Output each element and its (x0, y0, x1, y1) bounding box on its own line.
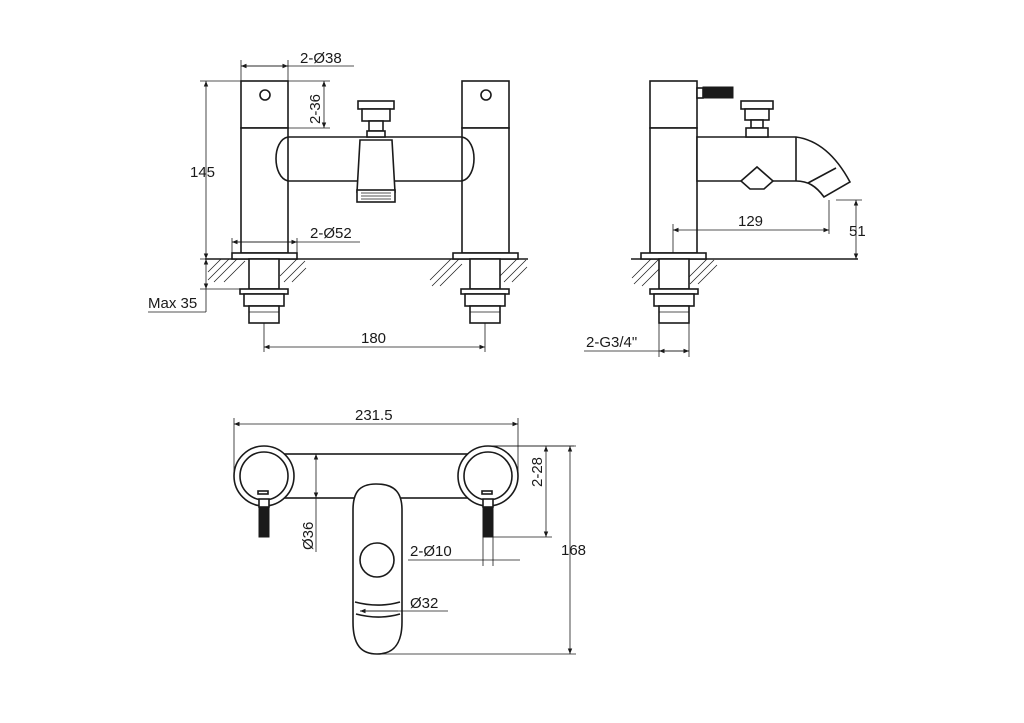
top-view: 231.5 2-28 Ø36 2-Ø10 Ø32 168 (233, 407, 586, 655)
dim-lever-diameter: 2-Ø10 (408, 537, 520, 566)
dim-label: Ø32 (410, 595, 438, 612)
diverter-knob (739, 165, 775, 190)
top-body (233, 445, 519, 507)
dim-overall-depth: 168 (377, 445, 586, 655)
dim-centres: 180 (263, 323, 486, 352)
deck-hatch-right (429, 258, 528, 287)
side-lever (696, 86, 734, 99)
top-spout (352, 483, 403, 655)
dim-spout-diameter: Ø32 (360, 595, 448, 614)
left-pillar (231, 80, 298, 324)
side-view: 129 51 2-G3/4" (584, 80, 866, 357)
lever-grip-right (482, 506, 494, 538)
dim-label: 231.5 (355, 407, 393, 424)
dim-label: 51 (849, 223, 866, 240)
lever-grip-left (258, 506, 270, 538)
side-pillar (640, 80, 707, 324)
dim-overall-width: 231.5 (233, 407, 519, 476)
indicator-icon (257, 490, 269, 495)
dim-label: 168 (561, 542, 586, 559)
indicator-icon (259, 89, 271, 101)
dim-label: 2-Ø52 (310, 225, 352, 242)
lever-grip (702, 86, 734, 99)
dim-spout-height: 51 (836, 199, 866, 259)
dim-label: Max 35 (148, 295, 197, 312)
indicator-icon (480, 89, 492, 101)
deck-hatch (631, 258, 718, 287)
spout-front (356, 100, 396, 203)
dim-label: Ø36 (300, 522, 317, 550)
side-spout (696, 100, 852, 199)
indicator-icon (481, 490, 493, 495)
dim-handle-diameter: 2-Ø38 (240, 50, 354, 81)
dim-base-diameter: 2-Ø52 (231, 225, 360, 253)
dim-label: 2-Ø10 (410, 543, 452, 560)
front-view: 2-Ø38 2-36 145 2-Ø52 Max 35 (148, 50, 528, 352)
dim-body-diameter: Ø36 (300, 454, 319, 552)
dim-label: 2-G3/4" (586, 334, 637, 351)
dim-deck-thickness: Max 35 (148, 259, 240, 313)
dim-inlet-thread: 2-G3/4" (584, 323, 690, 357)
dim-label: 2-Ø38 (300, 50, 342, 67)
dim-label: 145 (190, 164, 215, 181)
right-pillar (452, 80, 519, 324)
dim-label: 129 (738, 213, 763, 230)
dim-handle-height: 2-36 (288, 80, 330, 129)
dim-height: 145 (190, 80, 241, 260)
dim-label: 180 (361, 330, 386, 347)
top-levers (258, 498, 494, 538)
dim-label: 2-28 (529, 457, 546, 487)
deck-hatch-left (207, 258, 307, 283)
dim-label: 2-36 (307, 94, 324, 124)
dim-spout-reach: 129 (672, 200, 830, 253)
